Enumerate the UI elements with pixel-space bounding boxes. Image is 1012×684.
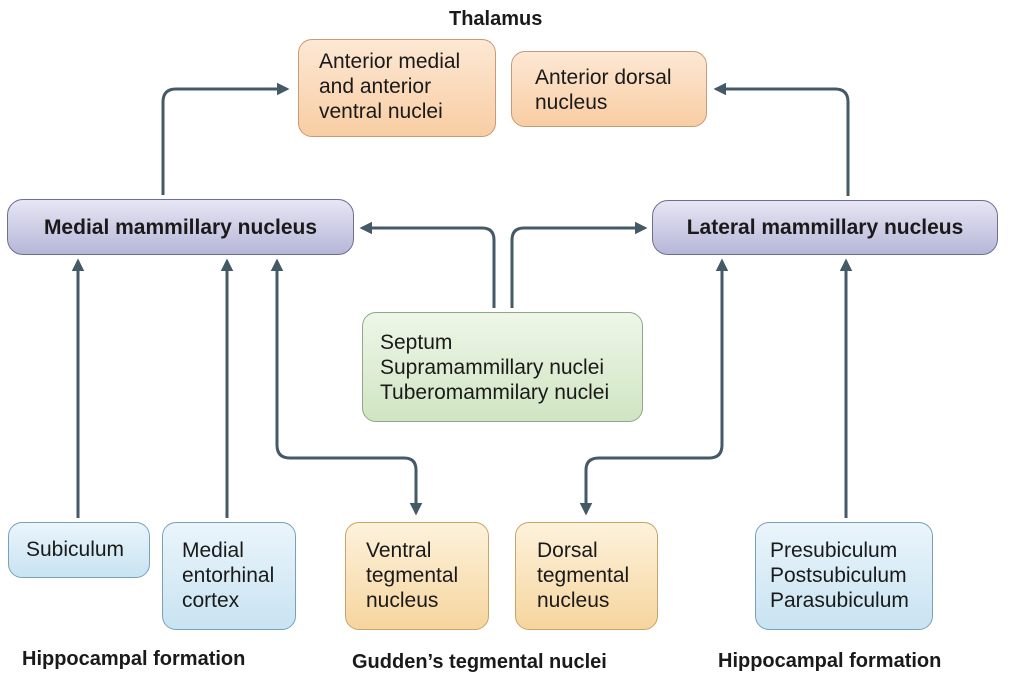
box-text-line: Tuberomammilary nuclei	[380, 381, 610, 404]
box-text-line: Supramammillary nuclei	[380, 356, 605, 379]
medial-mammillary-nucleus-box: Medial mammillary nucleus	[7, 199, 354, 255]
subiculum-box: Subiculum	[8, 522, 150, 578]
box-text-line: Parasubiculum	[770, 589, 909, 612]
arrow-medial-ventral-tegmental	[270, 258, 423, 516]
thalamus-label: Thalamus	[449, 8, 543, 30]
arrow-lateral-to-anterior-dorsal	[713, 82, 850, 196]
hippocampal-formation-right-label: Hippocampal formation	[718, 650, 942, 672]
box-text-line: Postsubiculum	[770, 564, 907, 587]
box-text-line: tegmental	[537, 564, 630, 587]
box-text-line: entorhinal	[182, 564, 275, 587]
arrow-septum-to-medial	[359, 221, 496, 308]
box-text-line: Medial	[182, 539, 244, 562]
box-text-line: nucleus	[537, 589, 610, 612]
presubiculum-box: Presubiculum Postsubiculum Parasubiculum	[755, 522, 933, 630]
box-text-line: Ventral	[366, 539, 432, 562]
medial-entorhinal-cortex-box: Medial entorhinal cortex	[162, 522, 296, 630]
arrow-septum-to-lateral	[510, 221, 648, 308]
box-text-line: Septum	[380, 331, 453, 354]
arrow-medial-to-anterior-medial	[161, 82, 290, 195]
ventral-tegmental-nucleus-box: Ventral tegmental nucleus	[345, 522, 489, 630]
box-text-line: Anterior dorsal	[535, 66, 672, 89]
box-text-line: Subiculum	[26, 538, 125, 561]
medial-mammillary-label: Medial mammillary nucleus	[43, 215, 318, 239]
box-text-line: nucleus	[366, 589, 439, 612]
septum-supramammillary-box: Septum Supramammillary nuclei Tuberomamm…	[362, 312, 643, 422]
anterior-dorsal-nucleus-box: Anterior dorsal nucleus	[511, 51, 707, 127]
lateral-mammillary-nucleus-box: Lateral mammillary nucleus	[652, 200, 998, 255]
box-text-line: cortex	[182, 589, 240, 612]
box-text-line: ventral nuclei	[319, 100, 443, 123]
box-text-line: and anterior	[319, 75, 432, 98]
box-text-line: Anterior medial	[319, 50, 461, 73]
box-text-line: Presubiculum	[770, 539, 898, 562]
dorsal-tegmental-nucleus-box: Dorsal tegmental nucleus	[515, 522, 658, 630]
anterior-medial-ventral-nuclei-box: Anterior medial and anterior ventral nuc…	[298, 39, 496, 137]
gudden-tegmental-nuclei-label: Gudden’s tegmental nuclei	[352, 651, 607, 673]
box-text-line: tegmental	[366, 564, 459, 587]
arrow-lateral-dorsal-tegmental	[579, 258, 729, 516]
lateral-mammillary-label: Lateral mammillary nucleus	[686, 216, 964, 239]
box-text-line: nucleus	[535, 91, 608, 114]
hippocampal-formation-left-label: Hippocampal formation	[22, 648, 246, 670]
box-text-line: Dorsal	[537, 539, 598, 562]
